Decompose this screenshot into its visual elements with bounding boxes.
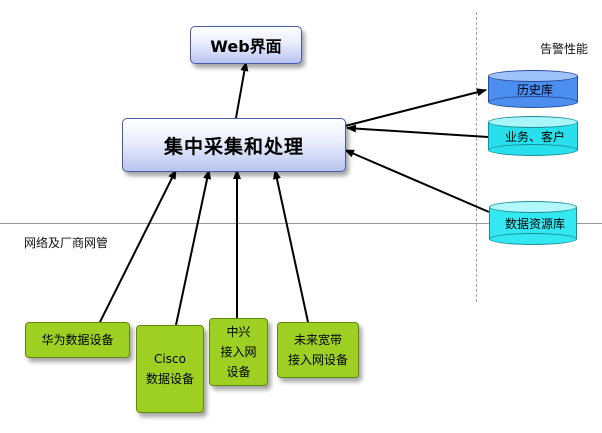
network-management-label: 网络及厂商网管 [24,236,109,250]
device-cisco-label: Cisco 数据设备 [145,352,194,386]
central-processing-box: 集中采集和处理 [122,118,346,172]
central-processing-label: 集中采集和处理 [163,135,304,158]
device-future-broadband: 未来宽带 接入网设备 [277,322,359,378]
arrow-resource-db-to-central [344,149,490,213]
alarm-performance-label: 告警性能 [540,42,589,56]
device-future-broadband-label: 未来宽带 接入网设备 [287,333,348,367]
history-db-label: 历史库 [516,82,553,97]
web-ui-label: Web界面 [210,37,282,56]
arrow-cisco-to-central [175,169,212,326]
arrow-business-db-to-central [346,124,489,138]
business-customer-db-label: 业务、客户 [504,129,565,144]
arrow-central-to-web [235,61,249,119]
device-zte: 中兴 接入网 设备 [209,318,268,386]
vertical-separator [476,12,477,302]
device-huawei: 华为数据设备 [25,322,130,358]
device-huawei-label: 华为数据设备 [41,333,114,347]
arrow-central-to-history-db [344,88,487,127]
data-resource-db-label: 数据资源库 [504,216,565,231]
arrow-future-to-central [273,169,309,323]
data-resource-db-cylinder: 数据资源库 [489,201,577,245]
arrow-huawei-to-central [99,169,177,323]
device-cisco: Cisco 数据设备 [136,325,204,413]
web-ui-box: Web界面 [190,26,302,64]
device-zte-label: 中兴 接入网 设备 [220,325,257,379]
horizontal-separator [0,223,602,224]
history-db-cylinder: 历史库 [488,70,578,108]
business-customer-db-cylinder: 业务、客户 [488,116,578,156]
